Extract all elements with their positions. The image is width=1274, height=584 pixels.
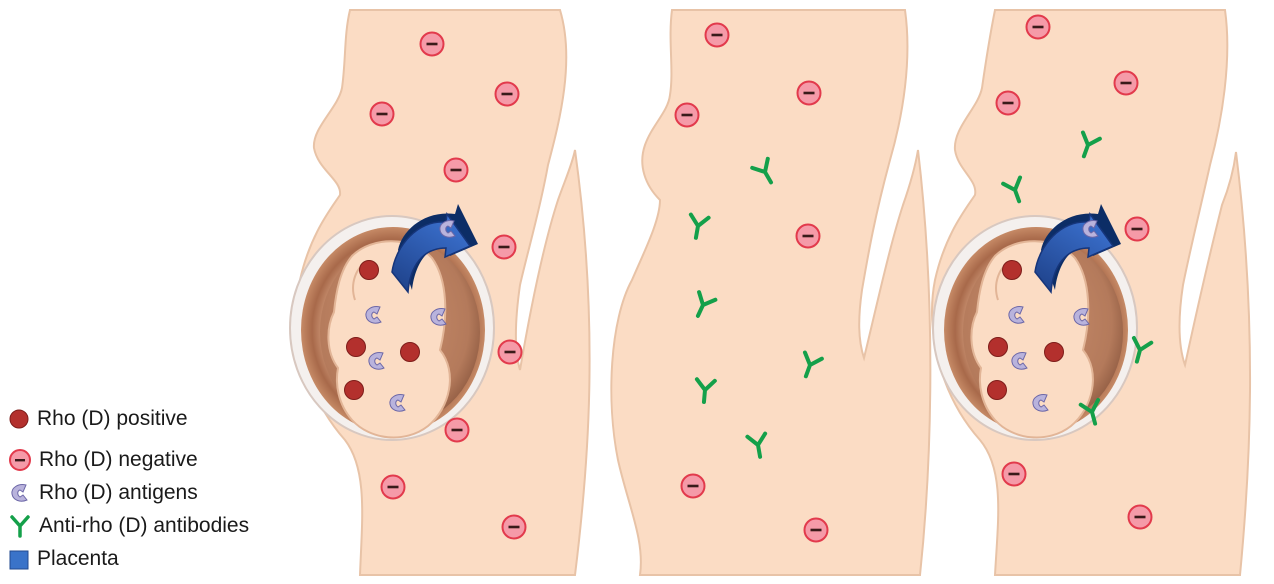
rho-positive-cell: [346, 337, 366, 357]
legend-label: Placenta: [37, 547, 119, 570]
rho-negative-icon: [9, 449, 31, 471]
legend-item-antibody: Anti-rho (D) antibodies: [8, 513, 249, 539]
rho-positive-cell: [1044, 342, 1064, 362]
rho-negative-cell: [494, 81, 520, 107]
rho-negative-cell: [1113, 70, 1139, 96]
legend-label: Rho (D) negative: [39, 448, 198, 471]
legend-label: Rho (D) antigens: [39, 481, 198, 504]
rho-antigen: [368, 352, 385, 370]
legend-item-rho-positive: Rho (D) positive: [8, 406, 188, 432]
rho-negative-cell: [419, 31, 445, 57]
placenta-icon: [9, 550, 29, 570]
rho-antigen: [430, 308, 447, 326]
rho-antigen: [1011, 352, 1028, 370]
rho-negative-cell: [443, 157, 469, 183]
fetus-panel-3: [970, 240, 1094, 439]
rho-negative-cell: [1127, 504, 1153, 530]
rho-negative-cell: [1124, 216, 1150, 242]
anti-rho-antibody: [750, 156, 773, 185]
anti-rho-antibody: [745, 431, 768, 459]
legend-item-rho-negative: Rho (D) negative: [8, 447, 198, 473]
rho-antigen: [1008, 306, 1025, 324]
rho-negative-cell: [1001, 461, 1027, 487]
uterus-panel-1: [289, 215, 495, 441]
legend-item-rho-antigen: Rho (D) antigens: [8, 480, 198, 506]
rho-negative-cell: [444, 417, 470, 443]
rho-positive-cell: [400, 342, 420, 362]
fetus-panel-1: [327, 240, 451, 439]
anti-rho-antibody: [695, 290, 718, 318]
rho-negative-cell: [674, 102, 700, 128]
uterus-panel-3: [932, 215, 1138, 441]
rho-antigen: [1082, 220, 1099, 238]
rho-negative-cell: [795, 223, 821, 249]
rho-negative-cell: [497, 339, 523, 365]
anti-rho-antibody: [1080, 130, 1102, 159]
rho-negative-cell: [380, 474, 406, 500]
rho-negative-cell: [704, 22, 730, 48]
anti-rho-antibody: [688, 212, 711, 240]
rho-antigen: [439, 220, 456, 238]
rho-negative-cell: [501, 514, 527, 540]
legend-item-placenta: Placenta: [8, 546, 119, 572]
rho-antigen: [365, 306, 382, 324]
rho-positive-icon: [9, 409, 29, 429]
anti-rho-antibody: [694, 377, 717, 404]
rho-negative-cell: [803, 517, 829, 543]
legend-label: Anti-rho (D) antibodies: [39, 514, 250, 537]
anti-rho-antibody: [1001, 175, 1023, 204]
rho-antigen: [389, 394, 406, 412]
rho-positive-cell: [987, 380, 1007, 400]
rho-negative-cell: [796, 80, 822, 106]
anti-rho-antibody: [802, 350, 824, 379]
rho-positive-cell: [988, 337, 1008, 357]
legend-label: Rho (D) positive: [37, 407, 188, 430]
antibody-icon: [10, 515, 30, 538]
rho-negative-cell: [995, 90, 1021, 116]
body-panel-2: [610, 9, 932, 576]
anti-rho-antibody: [1131, 336, 1154, 364]
rho-positive-cell: [359, 260, 379, 280]
rho-negative-cell: [491, 234, 517, 260]
rho-negative-cell: [1025, 14, 1051, 40]
rho-antigen-icon: [11, 484, 28, 502]
rho-positive-cell: [1002, 260, 1022, 280]
rho-negative-cell: [680, 473, 706, 499]
rho-antigen: [1032, 394, 1049, 412]
rho-negative-cell: [369, 101, 395, 127]
rho-antigen: [1073, 308, 1090, 326]
anti-rho-antibody: [1078, 398, 1101, 426]
rho-positive-cell: [344, 380, 364, 400]
